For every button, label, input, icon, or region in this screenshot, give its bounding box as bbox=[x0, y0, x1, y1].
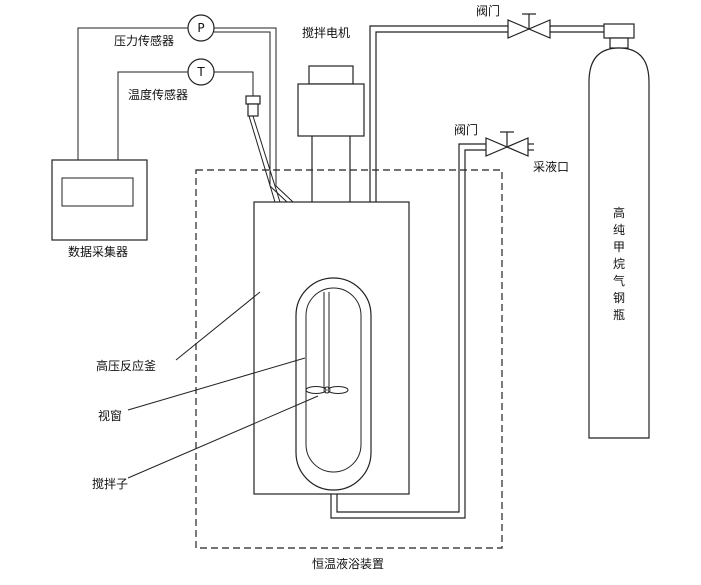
water-bath-outline bbox=[195, 169, 503, 549]
viewing-window-outer bbox=[295, 277, 372, 491]
methane-cylinder-label-char: 烷 bbox=[613, 257, 625, 271]
stirring-motor bbox=[297, 65, 365, 202]
data-collector bbox=[51, 159, 148, 241]
viewing-window-inner bbox=[305, 287, 362, 473]
stirrer-assembly bbox=[305, 292, 349, 394]
methane-cylinder-label-char: 气 bbox=[613, 273, 625, 288]
sampling-port-label: 采液口 bbox=[533, 159, 569, 174]
pressure-gauge: P bbox=[187, 14, 215, 42]
methane-cylinder-label: 高纯甲烷气钢瓶 bbox=[613, 205, 625, 322]
pressure-sensor-label: 压力传感器 bbox=[114, 33, 174, 48]
gas-feed-pipe bbox=[369, 25, 604, 202]
methane-cylinder-label-char: 高 bbox=[613, 205, 625, 220]
temperature-sensor-label: 温度传感器 bbox=[128, 87, 188, 102]
water-bath-label: 恒温液浴装置 bbox=[312, 556, 384, 571]
reactor-vessel bbox=[253, 201, 410, 495]
data-collector-label: 数据采集器 bbox=[68, 244, 128, 259]
valve-top-label: 阀门 bbox=[476, 3, 500, 18]
leader-lines bbox=[127, 291, 319, 479]
methane-cylinder bbox=[588, 23, 650, 439]
sampling-pipe bbox=[330, 143, 534, 519]
valve-right-label: 阀门 bbox=[454, 122, 478, 137]
methane-cylinder-label-char: 甲 bbox=[613, 240, 625, 254]
stirring-motor-label: 搅拌电机 bbox=[302, 25, 350, 40]
reactor-label: 高压反应釜 bbox=[96, 358, 156, 373]
pressure-sensor-wiring bbox=[77, 27, 294, 203]
valve-top bbox=[507, 13, 551, 39]
methane-cylinder-label-char: 瓶 bbox=[613, 308, 625, 322]
stirrer-label: 搅拌子 bbox=[92, 476, 128, 491]
temperature-gauge-symbol: T bbox=[196, 65, 205, 79]
methane-cylinder-label-char: 钢 bbox=[613, 291, 625, 305]
pressure-gauge-symbol: P bbox=[197, 21, 204, 35]
methane-cylinder-label-char: 纯 bbox=[613, 223, 625, 237]
temperature-sensor-wiring bbox=[117, 71, 281, 203]
temperature-gauge: T bbox=[187, 58, 215, 86]
window-label: 视窗 bbox=[98, 408, 122, 423]
thermocouple-fitting bbox=[245, 95, 261, 117]
valve-right bbox=[485, 131, 529, 157]
